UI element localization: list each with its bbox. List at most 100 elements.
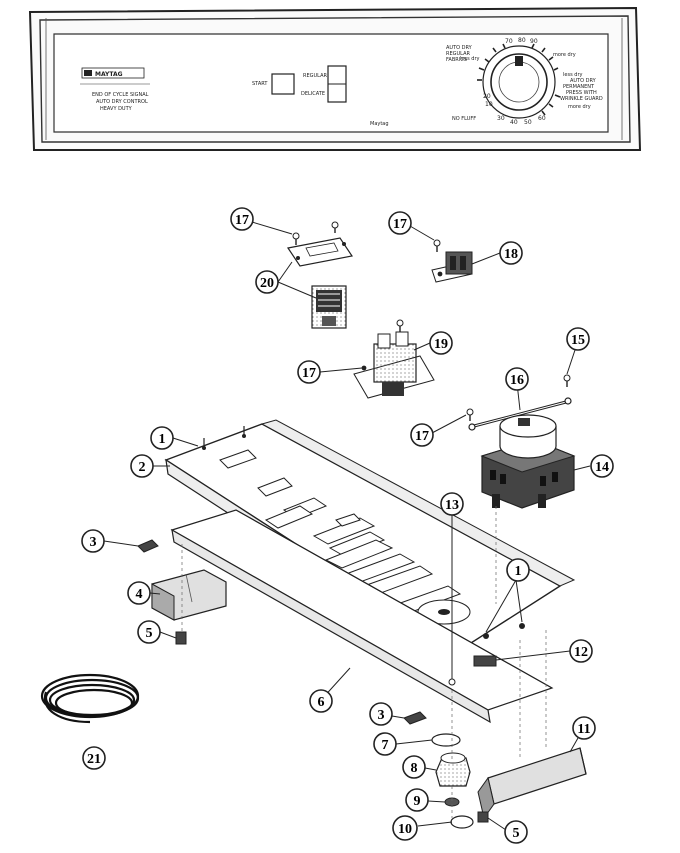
dial-label-4: more dry [568, 104, 591, 110]
callout-17-c: 17 [297, 360, 321, 384]
callout-1-b: 1 [506, 558, 530, 582]
dial-number-60: 60 [538, 115, 546, 122]
callout-17-d: 17 [410, 423, 434, 447]
screw-icon [292, 221, 339, 245]
maytag-logo: MAYTAG [81, 67, 145, 79]
dial-number-80: 80 [518, 37, 526, 44]
callout-4: 4 [127, 581, 151, 605]
feature-text-3: HEAVY DUTY [100, 106, 133, 112]
callout-5-b: 5 [504, 820, 528, 844]
auto-dry-text-1: AUTO DRY [446, 45, 473, 51]
callout-12: 12 [569, 639, 593, 663]
part-end-bracket-11 [477, 747, 587, 820]
auto-dry-text-2: REGULAR [446, 51, 470, 57]
feature-text-2: AUTO DRY CONTROL [96, 99, 148, 105]
part-switch-bracket-20 [286, 237, 354, 329]
auto-dry-right-2: PERMANENT [563, 84, 595, 90]
dial-number-20: 20 [483, 93, 491, 100]
callout-6: 6 [309, 689, 333, 713]
svg-text:11: 11 [577, 722, 590, 737]
callout-11: 11 [572, 716, 596, 740]
part-harness-21 [40, 673, 140, 724]
callout-9: 9 [405, 788, 429, 812]
brand-text: MAYTAG [95, 71, 123, 78]
dial-number-40: 40 [510, 119, 518, 126]
callout-17-b: 17 [388, 211, 412, 235]
svg-text:21: 21 [87, 752, 101, 767]
screw-icon [466, 374, 571, 421]
timer-dial[interactable]: less dry more dry less dry more dry 10 2… [460, 37, 591, 126]
callout-19: 19 [429, 331, 453, 355]
dial-number-50: 50 [524, 119, 532, 126]
start-label: START [252, 81, 268, 87]
svg-text:12: 12 [574, 645, 588, 660]
part-timer-14 [480, 414, 576, 509]
callout-14: 14 [590, 454, 614, 478]
svg-text:7: 7 [382, 738, 389, 753]
svg-text:17: 17 [302, 366, 316, 381]
dial-number-10: 10 [485, 101, 493, 108]
svg-text:19: 19 [434, 337, 448, 352]
part-end-bracket-4 [151, 569, 227, 621]
part-washer-7 [431, 733, 461, 747]
auto-dry-right-1: AUTO DRY [570, 78, 597, 84]
svg-text:17: 17 [415, 429, 429, 444]
assembly-guide-lines [181, 506, 547, 818]
svg-text:1: 1 [159, 432, 166, 447]
part-wire-16 [468, 397, 572, 431]
auto-dry-right-4: WRINKLE GUARD [560, 96, 603, 102]
part-switch-18 [431, 239, 473, 283]
callout-1-a: 1 [150, 426, 174, 450]
callout-15: 15 [566, 327, 590, 351]
callout-7: 7 [373, 732, 397, 756]
svg-text:13: 13 [445, 498, 459, 513]
no-fluff-label: NO FLUFF [452, 116, 476, 122]
svg-text:3: 3 [90, 535, 97, 550]
svg-text:14: 14 [595, 460, 609, 475]
callout-3-a: 3 [81, 529, 105, 553]
callout-13: 13 [440, 492, 464, 516]
part-bracket-12 [473, 655, 497, 667]
callout-10: 10 [392, 815, 418, 841]
svg-text:18: 18 [504, 247, 518, 262]
callout-18: 18 [499, 241, 523, 265]
part-clip-3b [403, 711, 427, 725]
part-angle-bar-6 [170, 509, 554, 724]
svg-text:3: 3 [378, 708, 385, 723]
callout-3-b: 3 [369, 702, 393, 726]
dial-label-1: less dry [460, 56, 479, 62]
dial-label-3: less dry [563, 72, 582, 78]
callout-21: 21 [82, 746, 106, 770]
svg-text:17: 17 [393, 217, 407, 232]
part-screw-13 [448, 516, 456, 686]
svg-text:15: 15 [571, 333, 585, 348]
dial-number-30: 30 [497, 115, 505, 122]
dial-number-70: 70 [505, 38, 513, 45]
feature-text-1: END OF CYCLE SIGNAL [92, 92, 149, 98]
control-panel: MAYTAG END OF CYCLE SIGNAL AUTO DRY CONT… [28, 6, 642, 151]
svg-text:16: 16 [510, 373, 524, 388]
svg-text:4: 4 [136, 587, 143, 602]
part-cap-10 [450, 815, 474, 829]
start-button[interactable] [271, 73, 295, 95]
part-clip-5a [175, 631, 187, 645]
model-text: Maytag [370, 121, 389, 127]
svg-text:8: 8 [411, 761, 418, 776]
regular-label: REGULAR [303, 73, 327, 79]
part-clip-3a [137, 539, 159, 553]
dial-label-2: more dry [553, 52, 576, 58]
svg-text:5: 5 [146, 626, 153, 641]
auto-dry-text-3: FABRICS [446, 57, 467, 63]
svg-text:5: 5 [513, 826, 520, 841]
part-clip-5b [477, 811, 489, 823]
callout-20: 20 [255, 270, 279, 294]
svg-text:2: 2 [139, 460, 146, 475]
dial-number-90: 90 [530, 38, 538, 45]
svg-text:10: 10 [398, 822, 412, 837]
svg-text:20: 20 [260, 276, 274, 291]
part-knob-8 [435, 752, 471, 787]
delicate-label: DELICATE [301, 91, 325, 97]
callout-17-a: 17 [230, 207, 254, 231]
svg-text:17: 17 [235, 213, 249, 228]
